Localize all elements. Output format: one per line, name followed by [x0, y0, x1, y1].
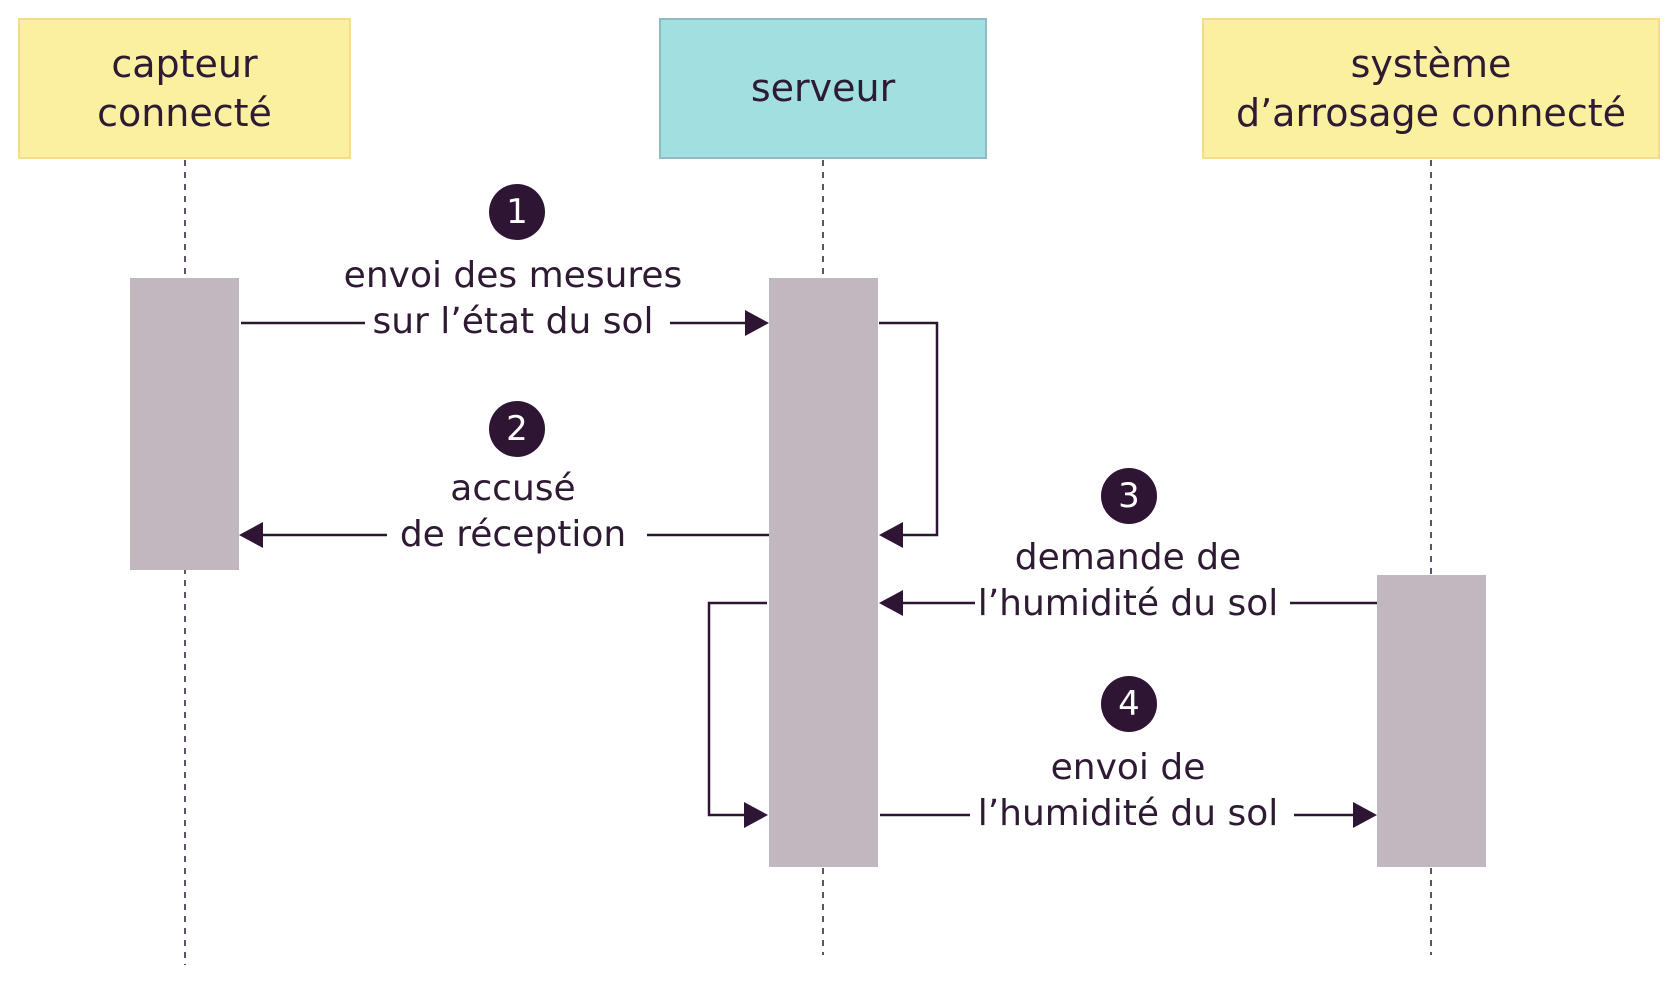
arrow-1-head [745, 310, 769, 336]
participant-sensor-line-1: capteur [111, 41, 258, 86]
participant-sensor: capteur connecté [18, 18, 351, 159]
message-label-1: envoi des mesures sur l’état du sol [344, 253, 683, 345]
server-self-loop-left-head [744, 802, 768, 828]
message-1-line-1: envoi des mesures [343, 255, 683, 296]
participant-sensor-line-2: connecté [97, 90, 272, 135]
message-label-2: accusé de réception [400, 466, 626, 558]
participant-server: serveur [659, 18, 987, 159]
message-2-line-1: accusé [450, 468, 576, 509]
message-1-line-2: sur l’état du sol [372, 301, 654, 342]
arrow-2-head [239, 522, 263, 548]
participant-server-line-1: serveur [750, 66, 896, 110]
step-badge-3: 3 [1101, 468, 1157, 524]
message-label-3: demande de l’humidité du sol [978, 535, 1279, 627]
message-3-line-1: demande de [1014, 537, 1242, 578]
step-badge-1: 1 [489, 184, 545, 240]
message-label-4: envoi de l’humidité du sol [978, 745, 1279, 837]
arrow-3-head [879, 590, 903, 616]
arrow-4-head [1353, 802, 1377, 828]
participant-irrigation-line-2: d’arrosage connecté [1235, 90, 1626, 135]
message-4-line-2: l’humidité du sol [977, 793, 1279, 834]
message-3-line-2: l’humidité du sol [977, 583, 1279, 624]
message-4-line-1: envoi de [1050, 747, 1206, 788]
server-self-loop-right [879, 321, 939, 537]
participant-irrigation-line-1: système [1350, 41, 1512, 86]
activation-bar-server [769, 278, 878, 867]
step-badge-2: 2 [489, 401, 545, 457]
message-2-line-2: de réception [399, 514, 627, 555]
activation-bar-irrigation [1377, 575, 1486, 867]
server-self-loop-right-head [879, 522, 903, 548]
activation-bar-sensor [130, 278, 239, 570]
server-self-loop-left [707, 601, 767, 817]
step-badge-4: 4 [1101, 676, 1157, 732]
participant-irrigation: système d’arrosage connecté [1202, 18, 1660, 159]
